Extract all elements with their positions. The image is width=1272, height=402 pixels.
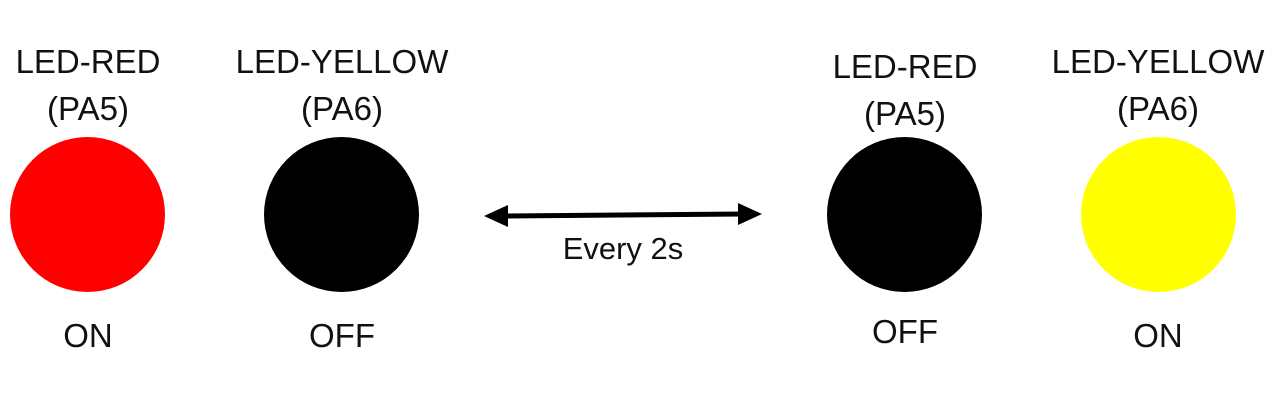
led-indicator: [1081, 137, 1236, 292]
led-name-label: LED-RED: [832, 48, 978, 85]
led-name-label: LED-YELLOW: [1051, 43, 1265, 80]
led-pin-label: (PA6): [301, 90, 383, 127]
led-state-label: OFF: [872, 313, 938, 350]
led-indicator: [264, 137, 419, 292]
transition-label: Every 2s: [562, 231, 684, 266]
led-name-label: LED-RED: [15, 43, 161, 80]
double-arrow-icon: [482, 196, 764, 236]
led-pin-label: (PA5): [47, 90, 129, 127]
right-led-red: LED-RED (PA5) OFF: [795, 0, 1015, 402]
led-state-label: ON: [63, 317, 113, 354]
led-indicator: [827, 137, 982, 292]
left-led-red: LED-RED (PA5) ON: [0, 0, 198, 402]
right-led-yellow: LED-YELLOW (PA6) ON: [1048, 0, 1268, 402]
led-state-label: OFF: [309, 317, 375, 354]
led-state-label: ON: [1133, 317, 1183, 354]
led-name-label: LED-YELLOW: [235, 43, 449, 80]
led-pin-label: (PA6): [1117, 90, 1199, 127]
double-arrow-icon-svg: [484, 203, 762, 227]
led-pin-label: (PA5): [864, 95, 946, 132]
led-indicator: [10, 137, 165, 292]
left-led-yellow: LED-YELLOW (PA6) OFF: [232, 0, 452, 402]
